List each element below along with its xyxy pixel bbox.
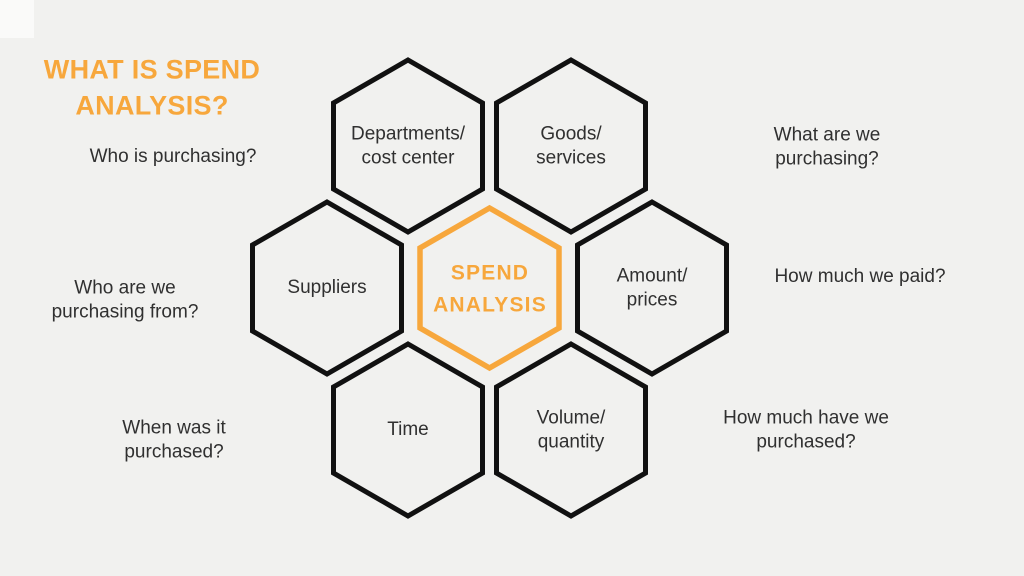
hexagon-label-volume: Volume/ quantity	[536, 407, 606, 452]
hexagon-time	[331, 341, 485, 519]
hexagon-spend-analysis	[417, 204, 562, 372]
hexagon-suppliers	[250, 199, 404, 377]
question-who-is-purchasing: Who is purchasing?	[89, 146, 257, 168]
question-when-was-it-purchased: When was it purchased?	[122, 417, 226, 462]
hexagon-volume	[494, 341, 648, 519]
corner-highlight	[0, 0, 34, 38]
hexagon-label-time: Time	[387, 419, 429, 441]
question-how-much-we-paid: How much we paid?	[774, 266, 946, 288]
hexagon-label-departments: Departments/ cost center	[350, 123, 466, 168]
hexagon-label-amount: Amount/ prices	[616, 265, 688, 310]
hexagon-label-spend-analysis: SPEND ANALYSIS	[433, 261, 547, 317]
hexagon-label-goods: Goods/ services	[536, 123, 606, 168]
question-how-much-have-we-purchased: How much have we purchased?	[723, 407, 889, 452]
question-who-are-we-purchasing-from: Who are we purchasing from?	[51, 277, 199, 322]
hexagon-goods	[494, 57, 648, 235]
question-what-are-we-purchasing: What are we purchasing?	[773, 124, 881, 169]
hexagon-label-suppliers: Suppliers	[287, 277, 367, 299]
page-title: WHAT IS SPEND ANALYSIS?	[43, 54, 261, 121]
hexagon-departments	[331, 57, 485, 235]
hexagon-amount	[575, 199, 729, 377]
